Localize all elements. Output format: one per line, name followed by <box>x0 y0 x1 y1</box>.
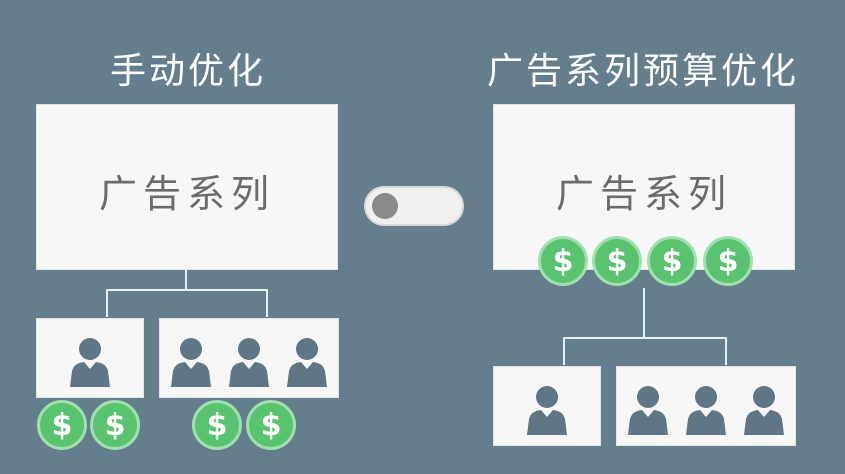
left-connector-drop-2 <box>266 289 268 317</box>
toggle-knob <box>372 193 398 219</box>
dollar-coin-icon: $ <box>592 236 642 286</box>
person-icon <box>287 338 327 387</box>
right-campaign-label: 广告系列 <box>555 172 732 216</box>
dollar-coin-icon: $ <box>37 400 87 450</box>
person-icon <box>70 338 110 387</box>
right-campaign-box: 广告系列 <box>493 104 795 270</box>
right-connector-bar <box>563 337 727 339</box>
right-connector-stem <box>643 288 645 338</box>
dollar-coin-icon: $ <box>647 236 697 286</box>
left-adset-1 <box>36 318 144 398</box>
dollar-coin-icon: $ <box>90 400 140 450</box>
person-icon <box>229 338 269 387</box>
left-title: 手动优化 <box>110 51 267 92</box>
person-icon <box>744 386 784 435</box>
right-adset-1 <box>493 366 601 446</box>
right-adset-2 <box>616 366 796 446</box>
left-connector-drop-1 <box>106 289 108 317</box>
dollar-coin-icon: $ <box>703 236 753 286</box>
left-adset-2 <box>159 318 339 398</box>
left-campaign-label: 广告系列 <box>98 172 275 216</box>
person-icon <box>527 386 567 435</box>
left-connector-stem <box>185 268 187 290</box>
right-connector-drop-2 <box>725 337 727 365</box>
dollar-coin-icon: $ <box>192 400 242 450</box>
person-icon <box>628 386 668 435</box>
dollar-coin-icon: $ <box>538 236 588 286</box>
toggle-switch-icon <box>364 186 464 226</box>
left-connector-bar <box>106 289 268 291</box>
left-campaign-box: 广告系列 <box>36 104 338 270</box>
dollar-coin-icon: $ <box>246 400 296 450</box>
right-connector-drop-1 <box>563 337 565 365</box>
person-icon <box>686 386 726 435</box>
right-title: 广告系列预算优化 <box>487 51 800 92</box>
person-icon <box>171 338 211 387</box>
